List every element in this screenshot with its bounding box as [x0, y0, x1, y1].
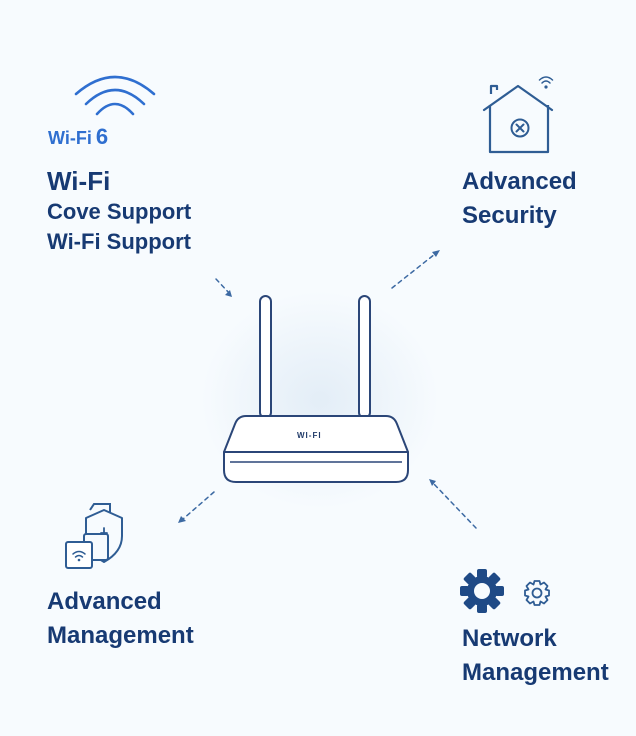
wifi6-badge-number: 6	[95, 124, 109, 149]
router-icon	[223, 295, 409, 483]
security-feature-title: Advanced	[462, 168, 577, 195]
wifi-feature-line2: Cove Support	[47, 199, 192, 224]
management-feature-subtitle: Management	[47, 622, 194, 649]
gear-icon	[460, 569, 550, 613]
wifi-feature-title: Wi-Fi	[47, 166, 111, 196]
arrow-security-head	[432, 250, 440, 257]
wifi-feature-line3: Wi-Fi Support	[47, 229, 191, 254]
arrow-management-head	[178, 516, 186, 523]
network-feature-title: Network	[462, 625, 557, 652]
shield-devices-icon	[65, 503, 123, 569]
arrow-management-line	[182, 491, 215, 520]
arrow-wifi-head	[225, 290, 232, 297]
router-label: WI-FI	[297, 431, 322, 440]
wifi6-badge-text: Wi-Fi	[48, 128, 92, 148]
arrow-network-line	[432, 482, 477, 529]
arrow-security-line	[391, 253, 436, 289]
wifi-signal-icon	[74, 75, 156, 116]
security-feature-subtitle: Security	[462, 202, 557, 229]
arrow-wifi-line	[215, 278, 231, 295]
management-feature-title: Advanced	[47, 588, 162, 615]
network-feature-subtitle: Management	[462, 659, 609, 686]
arrow-network-head	[429, 479, 436, 486]
smart-home-icon	[482, 76, 554, 154]
